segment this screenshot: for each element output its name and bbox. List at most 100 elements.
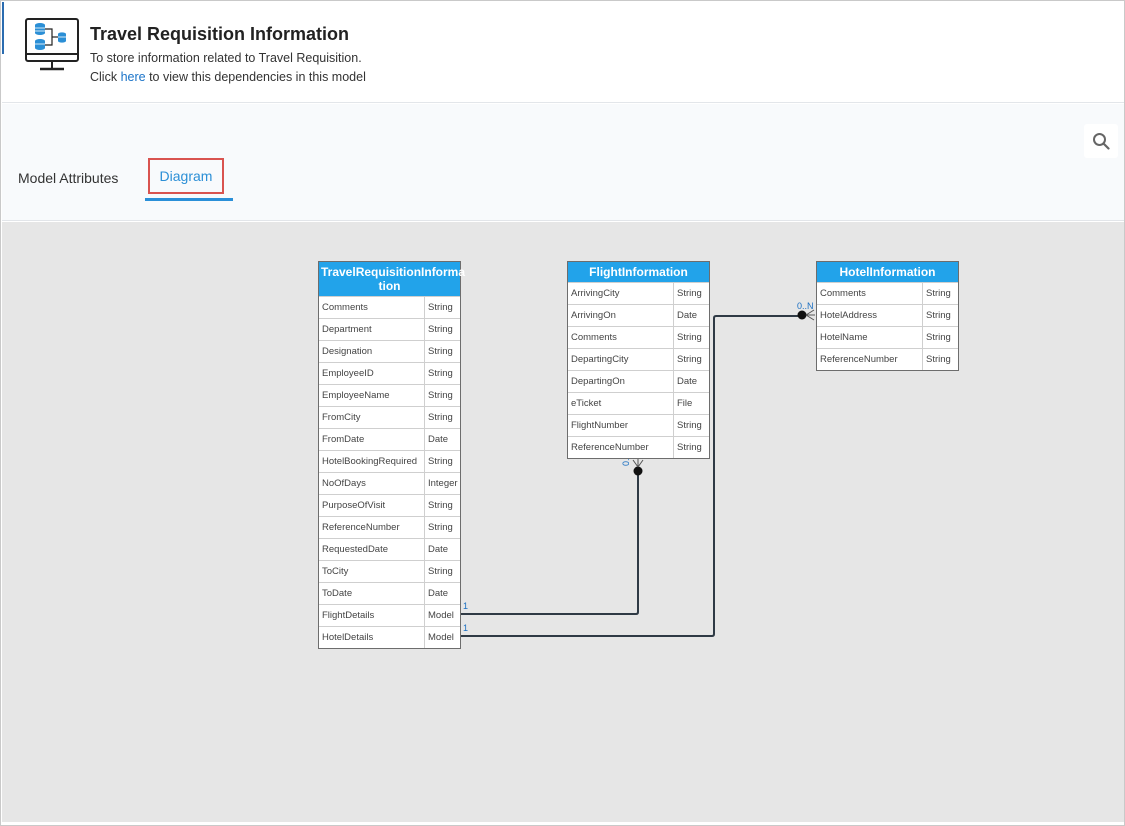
attribute-row[interactable]: NoOfDays Integer: [319, 472, 460, 494]
attribute-row[interactable]: FlightNumber String: [568, 414, 709, 436]
connector-flight-crowfoot: [632, 459, 644, 468]
attribute-name: ToDate: [322, 588, 353, 599]
attribute-name: FromCity: [322, 412, 361, 423]
attribute-type: String: [922, 283, 958, 304]
attribute-row[interactable]: FromCity String: [319, 406, 460, 428]
attribute-name: HotelAddress: [820, 310, 878, 321]
connector-flight: [461, 472, 639, 615]
attribute-name: Comments: [571, 332, 617, 343]
dependency-line: Click here to view this dependencies in …: [90, 70, 366, 84]
attribute-type: String: [424, 385, 460, 406]
attribute-name: Designation: [322, 346, 373, 357]
diagram-canvas[interactable]: 1 1 0..N 0..N TravelRequisitionInforma t…: [2, 222, 1124, 822]
tab-model-attributes[interactable]: Model Attributes: [18, 170, 119, 186]
attribute-row[interactable]: ArrivingOn Date: [568, 304, 709, 326]
attribute-type: Model: [424, 627, 460, 648]
header-accent-bar: [2, 2, 4, 54]
attribute-row[interactable]: DepartingCity String: [568, 348, 709, 370]
search-button[interactable]: [1084, 124, 1118, 158]
attribute-name: EmployeeID: [322, 368, 374, 379]
attribute-name: ToCity: [322, 566, 349, 577]
cardinality-flight-source: 1: [463, 601, 469, 611]
attribute-row[interactable]: PurposeOfVisit String: [319, 494, 460, 516]
attribute-type: String: [673, 415, 709, 436]
tab-diagram[interactable]: Diagram: [148, 158, 224, 194]
attribute-type: File: [673, 393, 709, 414]
attribute-type: String: [424, 407, 460, 428]
attribute-row[interactable]: Comments String: [319, 296, 460, 318]
attribute-name: FlightNumber: [571, 420, 629, 431]
attribute-row[interactable]: HotelName String: [817, 326, 958, 348]
attribute-name: eTicket: [571, 398, 602, 409]
attribute-name: PurposeOfVisit: [322, 500, 386, 511]
attribute-type: Date: [673, 305, 709, 326]
entity-header: FlightInformation: [568, 262, 709, 282]
attribute-type: String: [922, 349, 958, 370]
attribute-name: ReferenceNumber: [571, 442, 649, 453]
attribute-type: Date: [424, 583, 460, 604]
attribute-row[interactable]: DepartingOn Date: [568, 370, 709, 392]
attribute-type: Date: [673, 371, 709, 392]
dependencies-link[interactable]: here: [120, 70, 146, 84]
attribute-type: String: [922, 327, 958, 348]
model-description: To store information related to Travel R…: [90, 51, 362, 65]
attribute-row[interactable]: FlightDetails Model: [319, 604, 460, 626]
cardinality-hotel-source: 1: [463, 623, 469, 633]
attribute-row[interactable]: ArrivingCity String: [568, 282, 709, 304]
attribute-row[interactable]: ToDate Date: [319, 582, 460, 604]
attribute-type: Model: [424, 605, 460, 626]
relationship-connectors: [461, 309, 815, 637]
attribute-name: DepartingOn: [571, 376, 625, 387]
attribute-row[interactable]: Designation String: [319, 340, 460, 362]
attribute-name: FlightDetails: [322, 610, 375, 621]
attribute-type: Date: [424, 429, 460, 450]
attribute-name: Comments: [820, 288, 866, 299]
attribute-name: ReferenceNumber: [820, 354, 898, 365]
entity-header: HotelInformation: [817, 262, 958, 282]
entity-title-line2: tion: [378, 279, 401, 293]
active-tab-indicator: [145, 198, 233, 201]
attribute-type: String: [673, 349, 709, 370]
attribute-name: HotelName: [820, 332, 868, 343]
search-icon: [1093, 133, 1110, 150]
entity-title-line1: TravelRequisitionInforma: [321, 265, 466, 279]
dependency-prefix: Click: [90, 70, 121, 84]
database-model-icon: [24, 18, 80, 74]
attribute-name: ReferenceNumber: [322, 522, 400, 533]
attribute-name: ArrivingCity: [571, 288, 620, 299]
attribute-name: NoOfDays: [322, 478, 366, 489]
attribute-name: RequestedDate: [322, 544, 389, 555]
attribute-row[interactable]: Comments String: [817, 282, 958, 304]
attribute-row[interactable]: ReferenceNumber String: [817, 348, 958, 370]
attribute-type: String: [424, 495, 460, 516]
attribute-type: String: [424, 451, 460, 472]
attribute-row[interactable]: eTicket File: [568, 392, 709, 414]
attribute-type: Integer: [424, 473, 460, 494]
attribute-name: Comments: [322, 302, 368, 313]
attribute-type: String: [424, 341, 460, 362]
attribute-row[interactable]: HotelDetails Model: [319, 626, 460, 648]
attribute-name: ArrivingOn: [571, 310, 616, 321]
attribute-name: DepartingCity: [571, 354, 629, 365]
attribute-name: HotelDetails: [322, 632, 374, 643]
attribute-type: String: [424, 297, 460, 318]
connector-hotel: [461, 315, 801, 637]
attribute-type: String: [673, 283, 709, 304]
model-header: Travel Requisition Information To store …: [2, 2, 1124, 103]
